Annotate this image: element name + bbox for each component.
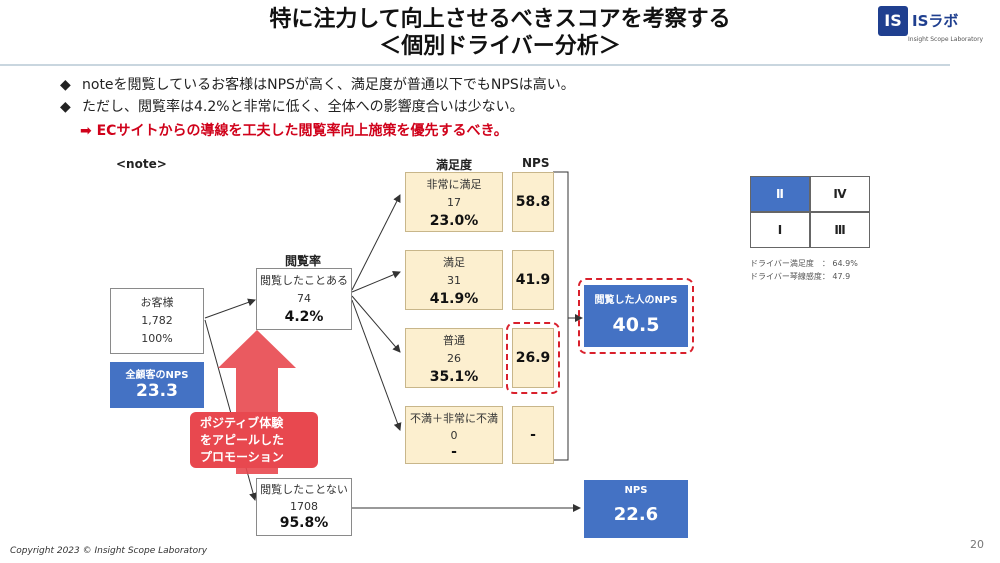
sat-pct: 35.1% [429, 369, 479, 385]
driver-satisfaction-note: ドライバー満足度 ： 64.9% [750, 259, 858, 268]
sat-pct: 41.9% [429, 291, 479, 307]
nps-box-dissatisfied: - [512, 406, 554, 464]
quadrant-3: Ⅲ [810, 212, 870, 248]
sat-count: 0 [450, 429, 458, 442]
viewed-box: 閲覧したことある 74 4.2% [256, 268, 352, 330]
quadrant-grid: Ⅱ Ⅳ Ⅰ Ⅲ [750, 176, 870, 248]
sat-count: 31 [447, 274, 461, 287]
satisfaction-box-very-satisfied: 非常に満足 17 23.0% [405, 172, 503, 232]
customers-box: お客様 1,782 100% [110, 288, 204, 354]
logo-subtitle: Insight Scope Laboratory [908, 36, 984, 43]
bullet-2: ◆ ただし、閲覧率は4.2%と非常に低く、全体への影響度合いは少ない。 [60, 98, 524, 116]
viewed-label: 閲覧したことある [260, 274, 348, 287]
logo-mark: IS [878, 6, 908, 36]
sat-label: 不満＋非常に不満 [410, 412, 498, 425]
section-label: <note> [116, 157, 167, 171]
nps-bracket [553, 171, 569, 461]
viewed-nps-value: 40.5 [612, 314, 660, 336]
quadrant-1: Ⅰ [750, 212, 810, 248]
customers-label: お客様 [140, 296, 174, 309]
conclusion: ➡ ECサイトからの導線を工夫した閲覧率向上施策を優先するべき。 [80, 123, 508, 139]
highlight-viewed-nps [578, 278, 694, 354]
promo-line-2: をアピールした [200, 433, 285, 447]
arrow-to-neutral [351, 295, 401, 353]
viewed-nps-label: 閲覧した人のNPS [594, 295, 678, 306]
highlight-neutral-nps [506, 322, 560, 394]
sat-pct: - [451, 444, 457, 460]
viewed-count: 74 [297, 292, 311, 305]
not-viewed-nps-box: NPS 22.6 [584, 480, 688, 538]
arrow-to-dissatisfied [351, 299, 402, 431]
copyright: Copyright 2023 © Insight Scope Laborator… [10, 546, 208, 556]
promo-line-3: プロモーション [200, 450, 284, 464]
bullet-1: ◆ noteを閲覧しているお客様はNPSが高く、満足度が普通以下でもNPSは高い。 [60, 76, 575, 94]
not-viewed-nps-label: NPS [624, 485, 648, 496]
arrow-to-very-satisfied [351, 194, 401, 291]
arrow-to-satisfied [351, 271, 401, 293]
viewed-nps-box: 閲覧した人のNPS 40.5 [584, 285, 688, 347]
company-logo: IS ISラボ Insight Scope Laboratory [878, 6, 993, 46]
not-viewed-count: 1708 [290, 500, 318, 513]
all-nps-value: 23.3 [136, 381, 178, 401]
nps-header: NPS [522, 156, 550, 170]
page-title: 特に注力して向上させるべきスコアを考察する [269, 7, 731, 32]
sat-label: 非常に満足 [426, 178, 482, 191]
satisfaction-header: 満足度 [436, 158, 473, 172]
nps-box-neutral: 26.9 [512, 328, 554, 388]
satisfaction-box-satisfied: 満足 31 41.9% [405, 250, 503, 310]
promo-line-1: ポジティブ体験 [200, 416, 284, 430]
page-subtitle: ＜個別ドライバー分析＞ [379, 34, 621, 59]
bullet-text: noteを閲覧しているお客様はNPSが高く、満足度が普通以下でもNPSは高い。 [82, 77, 575, 93]
sat-pct: 23.0% [429, 213, 479, 229]
not-viewed-nps-value: 22.6 [613, 504, 659, 525]
sat-label: 満足 [443, 256, 465, 269]
all-customer-nps-box: 全顧客のNPS 23.3 [110, 362, 204, 408]
sat-count: 17 [447, 196, 461, 209]
not-viewed-pct: 95.8% [279, 515, 329, 531]
sat-count: 26 [447, 352, 461, 365]
view-rate-header: 閲覧率 [285, 254, 322, 268]
logo-text: ISラボ [912, 12, 959, 30]
driver-sensitivity-note: ドライバー琴線感度： 47.9 [750, 272, 851, 281]
not-viewed-box: 閲覧したことない 1708 95.8% [256, 478, 352, 536]
bullet-text: ただし、閲覧率は4.2%と非常に低く、全体への影響度合いは少ない。 [82, 99, 524, 115]
customers-pct: 100% [141, 332, 173, 345]
nps-box-satisfied: 41.9 [512, 250, 554, 310]
page-number: 20 [970, 538, 984, 551]
arrow-customers-to-viewed [204, 298, 256, 319]
not-viewed-label: 閲覧したことない [260, 483, 348, 496]
diamond-bullet-icon: ◆ [60, 99, 71, 115]
customers-count: 1,782 [141, 314, 173, 327]
diamond-bullet-icon: ◆ [60, 77, 71, 93]
viewed-pct: 4.2% [284, 309, 324, 325]
satisfaction-box-neutral: 普通 26 35.1% [405, 328, 503, 388]
sat-label: 普通 [443, 334, 465, 347]
quadrant-2: Ⅱ [750, 176, 810, 212]
promotion-callout: ポジティブ体験 をアピールした プロモーション [190, 412, 318, 468]
satisfaction-box-dissatisfied: 不満＋非常に不満 0 - [405, 406, 503, 464]
quadrant-4: Ⅳ [810, 176, 870, 212]
all-nps-label: 全顧客のNPS [125, 370, 189, 381]
title-divider [0, 64, 950, 66]
nps-box-very-satisfied: 58.8 [512, 172, 554, 232]
